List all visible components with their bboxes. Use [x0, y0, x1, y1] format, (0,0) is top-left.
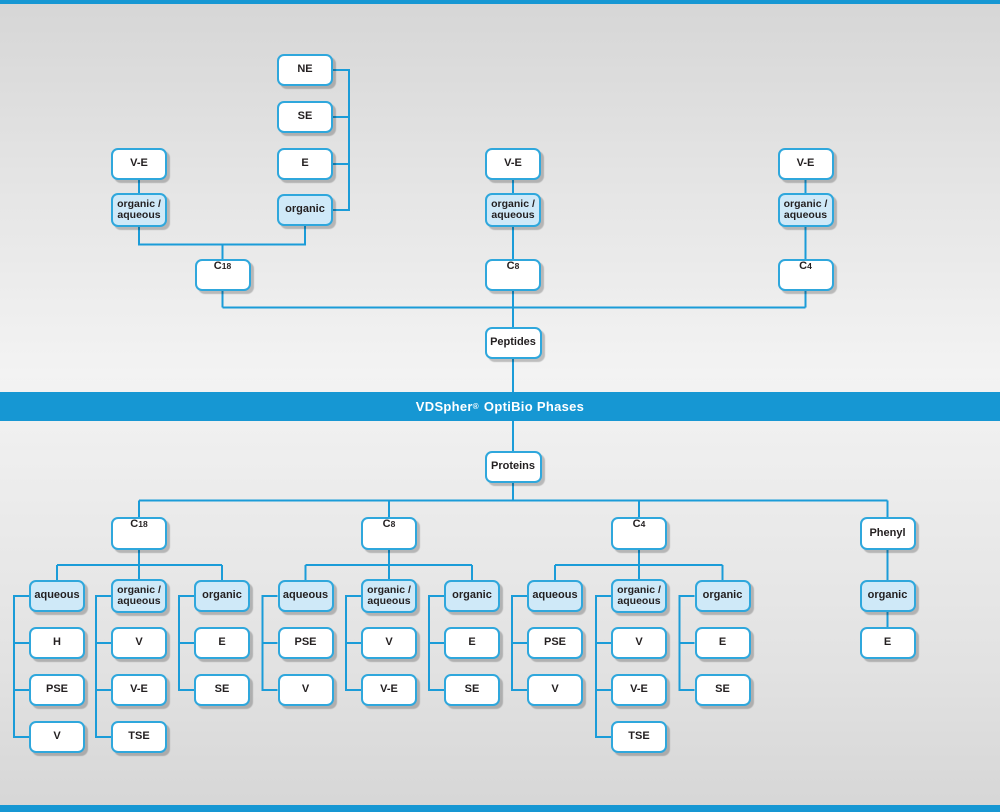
node-label: C	[799, 260, 808, 272]
connector-line	[138, 226, 306, 246]
node-proteins-c8-organic: organic	[444, 580, 500, 612]
node-label-digits: 4	[640, 519, 646, 529]
node-proteins-phenyl-e: E	[859, 627, 916, 659]
node-peptides-e: E	[277, 148, 333, 180]
node-peptides-c4-ve: V-E	[777, 148, 834, 180]
node-label-line1: organic /	[117, 198, 161, 210]
node-proteins-c4-oa-tse: TSE	[611, 721, 667, 753]
node-peptides-c4-organic-aqueous: organic /aqueous	[777, 193, 834, 227]
node-peptides-c8-ve: V-E	[485, 148, 541, 180]
node-proteins-c8-org-e: E	[444, 627, 500, 659]
node-proteins-c8-aq-v: V	[277, 674, 334, 706]
node-label-line1: organic /	[367, 584, 411, 596]
node-proteins-c18-organic-aqueous: organic /aqueous	[111, 579, 167, 613]
node-proteins-c4-organic: organic	[694, 580, 751, 612]
banner-title: VDSpher® OptiBio Phases	[0, 392, 1000, 421]
node-peptides-c18-organic-aqueous: organic /aqueous	[111, 193, 167, 227]
node-label-line1: organic /	[617, 584, 661, 596]
node-proteins-c4-oa-v: V	[611, 627, 667, 659]
node-proteins-c18-aq-h: H	[29, 627, 85, 659]
connector-line	[595, 595, 611, 738]
node-proteins-c8-org-se: SE	[444, 674, 500, 706]
node-label-digits: 18	[221, 261, 232, 271]
node-proteins-c8-oa-ve: V-E	[361, 674, 417, 706]
node-peptides: Peptides	[484, 327, 542, 359]
connector-line	[333, 69, 350, 211]
node-label-digits: 8	[514, 261, 520, 271]
node-proteins-c8-aq-pse: PSE	[277, 627, 334, 659]
node-proteins-c18-oa-v: V	[111, 627, 167, 659]
node-label-line1: organic /	[783, 198, 828, 210]
node-proteins-phenyl: Phenyl	[859, 517, 916, 550]
node-label-line2: aqueous	[117, 595, 161, 607]
node-label-line1: organic /	[117, 584, 161, 596]
bottom-accent-bar	[0, 805, 1000, 812]
node-proteins-c8-aqueous: aqueous	[277, 580, 334, 612]
banner-rest: OptiBio Phases	[483, 399, 585, 414]
node-proteins-c18-aq-v: V	[29, 721, 85, 753]
node-proteins-c4-organic-aqueous: organic /aqueous	[611, 579, 667, 613]
node-proteins-c4-org-se: SE	[694, 674, 751, 706]
node-label-line2: aqueous	[491, 209, 535, 221]
node-proteins-c18-org-se: SE	[194, 674, 250, 706]
node-peptides-c8-organic-aqueous: organic /aqueous	[485, 193, 541, 227]
node-proteins-phenyl-organic: organic	[859, 580, 916, 612]
node-proteins-c8-organic-aqueous: organic /aqueous	[361, 579, 417, 613]
node-proteins-c4-aq-pse: PSE	[527, 627, 583, 659]
top-accent-bar	[0, 0, 1000, 4]
node-proteins-c4-aqueous: aqueous	[527, 580, 583, 612]
node-label-digits: 8	[390, 519, 396, 529]
node-label-line2: aqueous	[783, 209, 828, 221]
node-proteins-c4-oa-ve: V-E	[611, 674, 667, 706]
node-proteins-c18-organic: organic	[194, 580, 250, 612]
node-label-line2: aqueous	[117, 209, 161, 221]
node-label-line2: aqueous	[367, 595, 411, 607]
node-label-line2: aqueous	[617, 595, 661, 607]
node-peptides-ne: NE	[277, 54, 333, 86]
node-proteins-c18-aqueous: aqueous	[29, 580, 85, 612]
node-label-line1: organic /	[491, 198, 535, 210]
node-proteins-c18-org-e: E	[194, 627, 250, 659]
node-peptides-organic: organic	[277, 194, 333, 226]
node-label-digits: 4	[807, 261, 812, 271]
node-proteins-c18-oa-tse: TSE	[111, 721, 167, 753]
node-label: C	[632, 518, 641, 530]
node-peptides-c18-ve: V-E	[111, 148, 167, 180]
node-proteins-c8-oa-v: V	[361, 627, 417, 659]
banner-brand: VDSpher	[415, 399, 473, 414]
node-proteins-c4-aq-v: V	[527, 674, 583, 706]
node-proteins-c4-org-e: E	[694, 627, 751, 659]
node-label-digits: 18	[138, 519, 148, 529]
node-peptides-se: SE	[277, 101, 333, 133]
node-proteins-c18-oa-ve: V-E	[111, 674, 167, 706]
connector-line	[13, 595, 29, 738]
node-label: C	[130, 518, 139, 530]
node-proteins-c18-aq-pse: PSE	[29, 674, 85, 706]
connector-line	[95, 595, 111, 738]
node-label: C	[506, 260, 515, 272]
node-label: C	[213, 260, 222, 272]
node-label: C	[382, 518, 391, 530]
node-proteins: Proteins	[484, 451, 542, 483]
